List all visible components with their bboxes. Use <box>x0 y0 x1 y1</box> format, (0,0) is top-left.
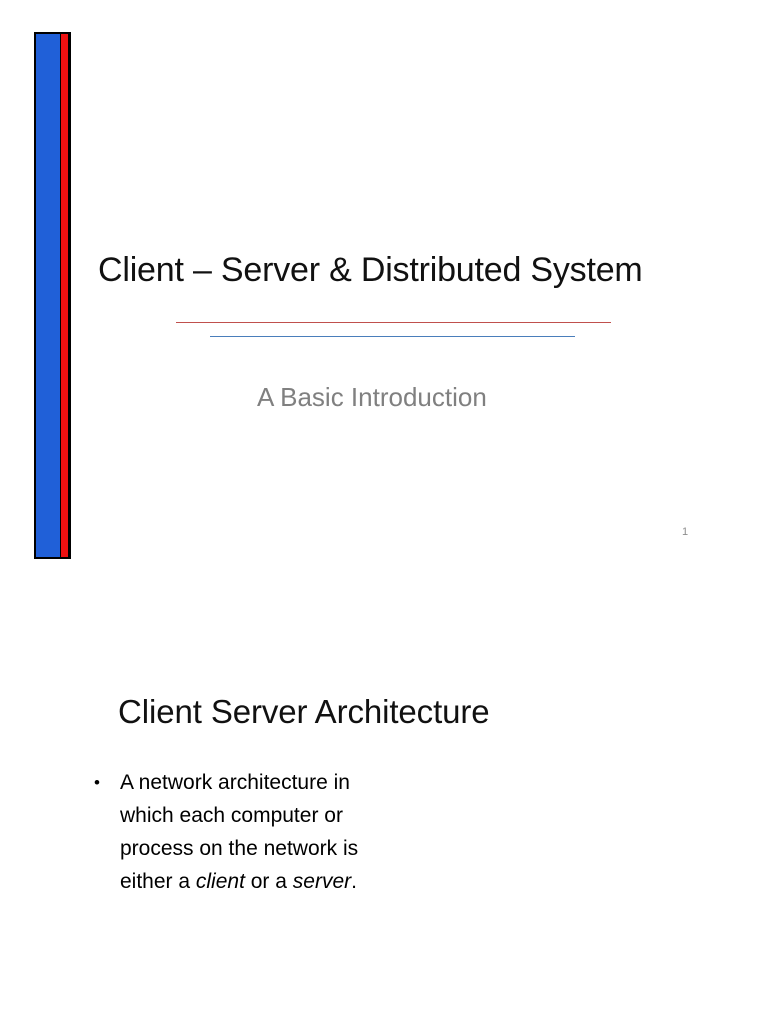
slide-1-page-number: 1 <box>682 526 689 538</box>
accent-bar-blue-stripe <box>36 34 60 557</box>
emphasised-term: server <box>292 870 352 893</box>
emphasised-term: client <box>195 870 245 893</box>
divider-line-blue <box>210 336 575 337</box>
slide-1-subtitle: A Basic Introduction <box>257 382 487 412</box>
slide-2-bullet-list: • A network architecture in which each c… <box>88 766 388 898</box>
slide-1-title: Client – Server & Distributed System <box>98 250 643 289</box>
bullet-point-icon: • <box>94 773 100 792</box>
accent-bar-red-stripe <box>61 34 68 557</box>
bullet-item-text: A network architecture in which each com… <box>120 771 359 893</box>
list-item: • A network architecture in which each c… <box>88 766 388 898</box>
slide-2-title: Client Server Architecture <box>118 693 490 731</box>
slide-2: Client Server Architecture • A network a… <box>0 596 768 1024</box>
slide-1: Client – Server & Distributed System A B… <box>34 32 689 559</box>
divider-line-red <box>176 322 611 323</box>
decorative-accent-bar <box>34 32 71 559</box>
